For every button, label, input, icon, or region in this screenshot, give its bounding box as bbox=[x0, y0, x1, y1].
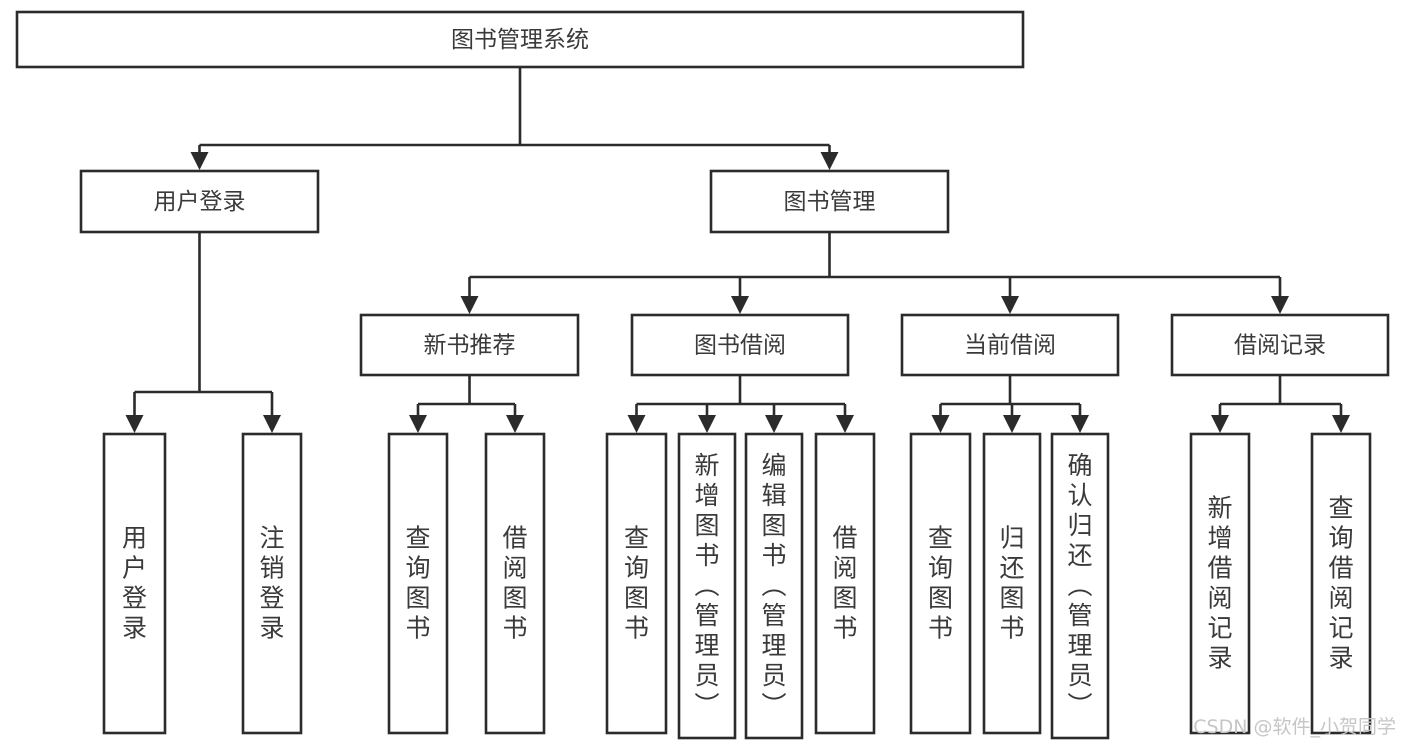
edge-group-root bbox=[190, 67, 839, 170]
edge-group-book-manage bbox=[460, 232, 1289, 314]
node-box-leaf-add-book[interactable] bbox=[677, 432, 737, 740]
node-label-leaf-query-book-2: 查询图书 bbox=[624, 524, 649, 643]
node-leaf-query-book-3[interactable]: 查询图书 bbox=[909, 432, 972, 735]
node-leaf-borrow-book-1[interactable]: 借阅图书 bbox=[484, 432, 546, 735]
node-leaf-return-book[interactable]: 归还图书 bbox=[982, 432, 1042, 735]
node-box-leaf-borrow-book-1[interactable] bbox=[484, 432, 546, 735]
node-label-leaf-user-login: 用户登录 bbox=[122, 524, 147, 643]
node-new-book-rec[interactable]: 新书推荐 bbox=[359, 313, 580, 377]
node-box-leaf-query-book-3[interactable] bbox=[909, 432, 972, 735]
node-label-borrow-record: 借阅记录 bbox=[1234, 333, 1326, 359]
node-label-new-book-rec: 新书推荐 bbox=[424, 333, 516, 359]
edge-group-new-book-rec bbox=[409, 375, 524, 433]
node-label-leaf-add-book: 新增图书︵管理员︶ bbox=[694, 451, 719, 720]
node-leaf-logout[interactable]: 注销登录 bbox=[241, 432, 303, 735]
node-box-leaf-query-book-2[interactable] bbox=[605, 432, 668, 735]
node-box-leaf-edit-book[interactable] bbox=[744, 432, 804, 740]
node-leaf-query-book-2[interactable]: 查询图书 bbox=[605, 432, 668, 735]
node-label-leaf-query-book-1: 查询图书 bbox=[405, 524, 430, 643]
node-box-new-book-rec[interactable] bbox=[359, 313, 580, 377]
node-label-leaf-add-record: 新增借阅记录 bbox=[1207, 494, 1232, 673]
edges-layer bbox=[125, 67, 1350, 433]
edge-group-borrow-record bbox=[1211, 375, 1350, 433]
node-label-user-login: 用户登录 bbox=[154, 189, 246, 215]
node-box-book-manage[interactable] bbox=[709, 169, 950, 234]
node-book-manage[interactable]: 图书管理 bbox=[709, 169, 950, 234]
node-user-login[interactable]: 用户登录 bbox=[79, 169, 320, 234]
node-box-leaf-query-record[interactable] bbox=[1310, 432, 1372, 735]
node-box-root[interactable] bbox=[15, 10, 1025, 69]
node-label-leaf-return-book: 归还图书 bbox=[999, 524, 1024, 643]
node-label-leaf-edit-book: 编辑图书︵管理员︶ bbox=[761, 451, 786, 720]
node-label-leaf-borrow-book-2: 借阅图书 bbox=[832, 524, 857, 643]
node-leaf-edit-book[interactable]: 编辑图书︵管理员︶ bbox=[744, 432, 804, 740]
node-current-borrow[interactable]: 当前借阅 bbox=[900, 313, 1120, 377]
node-box-leaf-return-book[interactable] bbox=[982, 432, 1042, 735]
node-box-borrow-record[interactable] bbox=[1170, 313, 1390, 377]
node-box-leaf-logout[interactable] bbox=[241, 432, 303, 735]
node-leaf-borrow-book-2[interactable]: 借阅图书 bbox=[814, 432, 876, 735]
node-box-leaf-query-book-1[interactable] bbox=[387, 432, 449, 735]
node-label-leaf-confirm-return: 确认归还︵管理员︶ bbox=[1067, 451, 1092, 720]
node-book-borrow[interactable]: 图书借阅 bbox=[630, 313, 850, 377]
node-box-leaf-borrow-book-2[interactable] bbox=[814, 432, 876, 735]
node-leaf-add-record[interactable]: 新增借阅记录 bbox=[1189, 432, 1251, 735]
node-label-root: 图书管理系统 bbox=[451, 27, 589, 53]
node-box-leaf-confirm-return[interactable] bbox=[1050, 432, 1110, 740]
edge-group-user-login bbox=[125, 232, 281, 433]
node-label-leaf-borrow-book-1: 借阅图书 bbox=[502, 524, 527, 643]
csdn-watermark: CSDN @软件_小贺同学 bbox=[1193, 716, 1396, 738]
nodes-layer: 图书管理系统用户登录图书管理新书推荐图书借阅当前借阅借阅记录用户登录注销登录查询… bbox=[15, 10, 1390, 740]
node-borrow-record[interactable]: 借阅记录 bbox=[1170, 313, 1390, 377]
node-box-leaf-add-record[interactable] bbox=[1189, 432, 1251, 735]
node-leaf-query-record[interactable]: 查询借阅记录 bbox=[1310, 432, 1372, 735]
edge-group-book-borrow bbox=[627, 375, 854, 433]
node-label-leaf-query-record: 查询借阅记录 bbox=[1328, 494, 1353, 673]
node-root[interactable]: 图书管理系统 bbox=[15, 10, 1025, 69]
edge-group-current-borrow bbox=[931, 375, 1089, 433]
node-leaf-confirm-return[interactable]: 确认归还︵管理员︶ bbox=[1050, 432, 1110, 740]
node-label-book-borrow: 图书借阅 bbox=[694, 333, 786, 359]
node-leaf-query-book-1[interactable]: 查询图书 bbox=[387, 432, 449, 735]
node-box-book-borrow[interactable] bbox=[630, 313, 850, 377]
node-box-user-login[interactable] bbox=[79, 169, 320, 234]
node-label-leaf-logout: 注销登录 bbox=[259, 524, 284, 643]
node-label-leaf-query-book-3: 查询图书 bbox=[928, 524, 953, 643]
node-box-leaf-user-login[interactable] bbox=[102, 432, 167, 735]
node-label-book-manage: 图书管理 bbox=[784, 189, 876, 215]
node-box-current-borrow[interactable] bbox=[900, 313, 1120, 377]
node-leaf-user-login[interactable]: 用户登录 bbox=[102, 432, 167, 735]
node-label-current-borrow: 当前借阅 bbox=[964, 333, 1056, 359]
node-leaf-add-book[interactable]: 新增图书︵管理员︶ bbox=[677, 432, 737, 740]
